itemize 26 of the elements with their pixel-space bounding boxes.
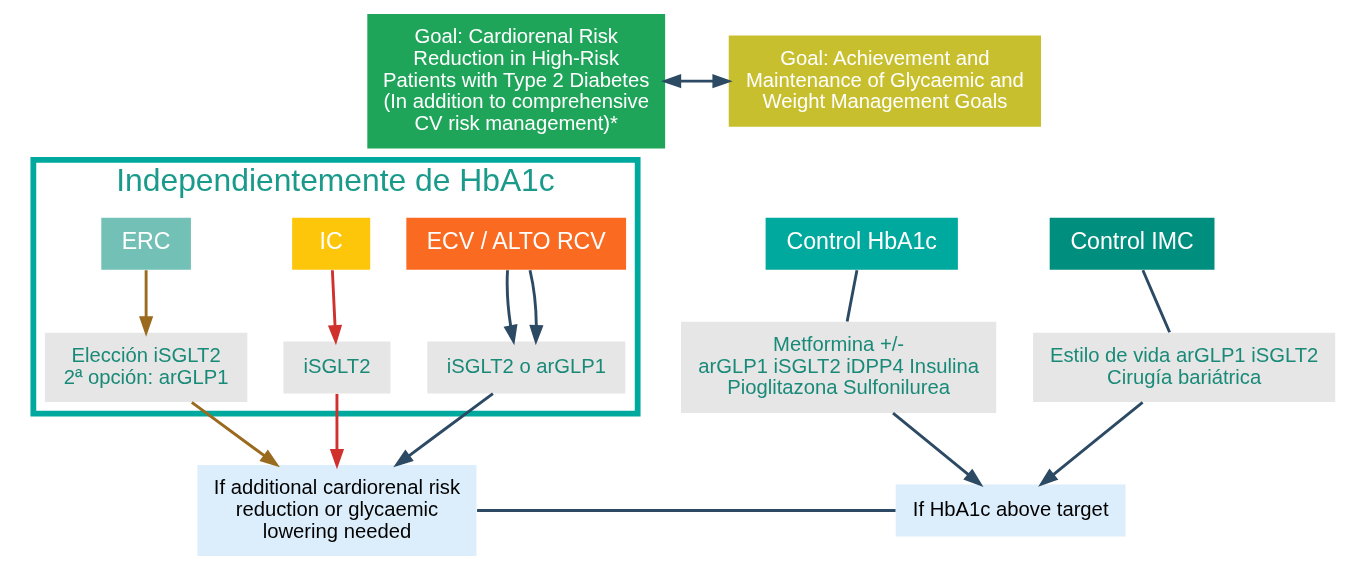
node-box: ERC — [101, 217, 191, 270]
arrow — [327, 270, 343, 346]
node-box: Goal: Cardiorenal Risk Reduction in High-Risk Patients with Type 2 Diabetes (In addition to comprehensive CV risk management)* — [367, 13, 666, 149]
connector — [1141, 269, 1171, 333]
node-box: IC — [292, 217, 371, 270]
node-box: Metformina +/- arGLP1 iSGLT2 iDPP4 Insulina Pioglitazona Sulfonilurea — [681, 321, 997, 413]
node-box: Control IMC — [1049, 217, 1215, 270]
node-box: ECV / ALTO RCV — [406, 217, 627, 270]
arrow — [329, 393, 345, 470]
node-box: If HbA1c above target — [895, 484, 1126, 537]
node-box: iSGLT2 — [283, 341, 391, 394]
node-box: Elección iSGLT2 2ª opción: arGLP1 — [44, 332, 248, 403]
arrow — [139, 270, 154, 337]
arrow — [503, 270, 518, 346]
arrow — [892, 412, 984, 487]
connector — [477, 509, 896, 512]
node-box: If additional cardiorenal risk reduction or glycaemic lowering needed — [197, 465, 477, 557]
arrow — [660, 74, 733, 89]
node-box: Estilo de vida arGLP1 iSGLT2 Cirugía bariátrica — [1033, 332, 1336, 403]
connector — [845, 270, 859, 322]
arrow — [393, 392, 494, 468]
arrow — [528, 269, 544, 346]
arrow — [1038, 401, 1144, 487]
node-box: Control HbA1c — [765, 217, 958, 270]
node-box: iSGLT2 o arGLP1 — [427, 341, 626, 394]
node-box: Goal: Achievement and Maintenance of Glycaemic and Weight Management Goals — [728, 35, 1041, 127]
